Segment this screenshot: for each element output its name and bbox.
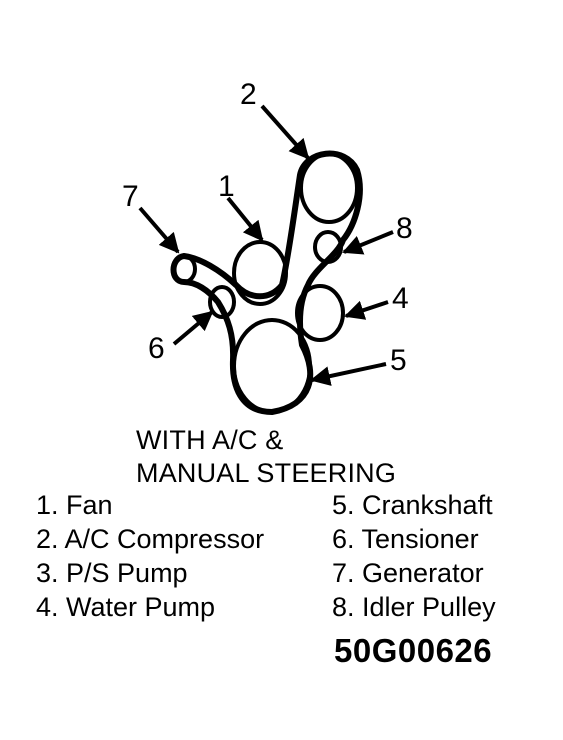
pulleys — [171, 152, 359, 414]
arrow-5 — [310, 362, 387, 386]
legend-item: 2. A/C Compressor — [36, 524, 265, 554]
legend-right-column: 5. Crankshaft 6. Tensioner 7. Generator … — [332, 488, 496, 624]
arrow-8 — [342, 230, 394, 255]
legend-item: 8. Idler Pulley — [332, 592, 496, 622]
ac-compressor-pulley — [299, 152, 359, 224]
callout-6: 6 — [148, 332, 165, 365]
arrow-6 — [172, 310, 214, 346]
callout-2: 2 — [240, 78, 257, 111]
legend-left-column: 1. Fan 2. A/C Compressor 3. P/S Pump 4. … — [36, 488, 264, 624]
callout-1: 1 — [218, 170, 235, 203]
caption-line-2: MANUAL STEERING — [136, 458, 397, 488]
legend-item: 3. P/S Pump — [36, 558, 188, 588]
water-pump-pulley — [295, 284, 345, 342]
caption-line-1: WITH A/C & — [136, 425, 284, 455]
figure-code: 50G00626 — [334, 632, 493, 669]
callout-5: 5 — [390, 344, 407, 377]
legend-item: 1. Fan — [36, 490, 113, 520]
arrow-7 — [138, 206, 180, 254]
callout-4: 4 — [392, 282, 409, 315]
legend-item: 6. Tensioner — [332, 524, 479, 554]
arrow-2 — [260, 104, 310, 160]
tensioner-pulley — [208, 285, 236, 319]
arrow-1 — [226, 196, 264, 242]
belt-routing-diagram: 2 1 7 8 4 5 6 — [122, 78, 413, 415]
callout-7: 7 — [122, 180, 139, 213]
legend-item: 5. Crankshaft — [332, 490, 493, 520]
legend-item: 4. Water Pump — [36, 592, 216, 622]
arrow-4 — [344, 300, 389, 320]
diagram-caption: WITH A/C & MANUAL STEERING — [136, 424, 396, 490]
leader-arrows — [138, 104, 394, 386]
callout-8: 8 — [396, 212, 413, 245]
legend-item: 7. Generator — [332, 558, 484, 588]
